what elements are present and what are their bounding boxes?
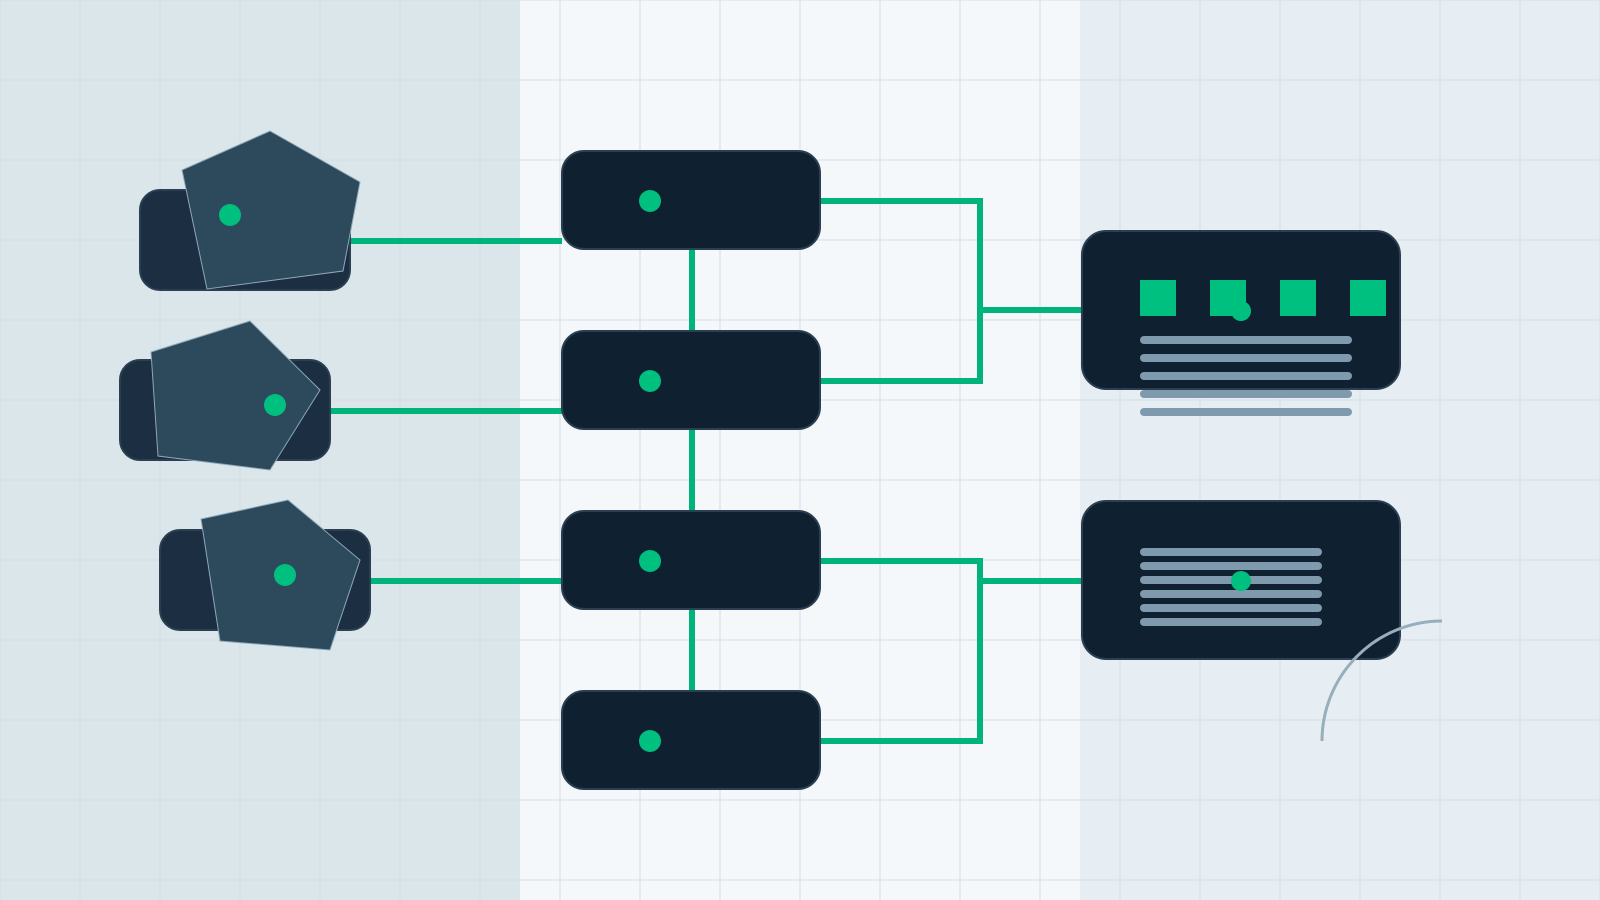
processor-node-4[interactable] bbox=[561, 690, 821, 790]
status-dot-icon bbox=[639, 550, 661, 572]
processor-card bbox=[561, 510, 821, 610]
grid-square-icon bbox=[1280, 280, 1316, 316]
processor-card bbox=[561, 150, 821, 250]
status-dot-icon bbox=[639, 370, 661, 392]
processor-card bbox=[561, 690, 821, 790]
source-node-3[interactable] bbox=[159, 499, 371, 651]
text-lines-icon bbox=[1140, 336, 1352, 416]
connectors bbox=[325, 198, 1082, 744]
source-node-2[interactable] bbox=[119, 320, 331, 471]
grid-square-icon bbox=[1350, 280, 1386, 316]
status-dot-icon bbox=[1231, 571, 1251, 591]
sources-column bbox=[119, 130, 371, 651]
processor-node-2[interactable] bbox=[561, 330, 821, 430]
processors-column bbox=[561, 150, 821, 790]
output-node-2[interactable] bbox=[1081, 500, 1401, 660]
connector-processor-4-output-2 bbox=[820, 561, 983, 744]
output-node-1[interactable] bbox=[1081, 230, 1401, 416]
pentagon-shape-icon bbox=[150, 320, 321, 471]
source-node-1[interactable] bbox=[139, 130, 361, 291]
right-panel bbox=[1080, 0, 1600, 900]
status-dot-icon bbox=[639, 730, 661, 752]
processor-node-3[interactable] bbox=[561, 510, 821, 610]
grid-square-icon bbox=[1140, 280, 1176, 316]
status-dot-icon bbox=[639, 190, 661, 212]
text-lines-icon bbox=[1140, 548, 1322, 626]
pentagon-shape-icon bbox=[181, 130, 361, 290]
status-dot-icon bbox=[264, 394, 286, 416]
connector-processor-2-output-1 bbox=[820, 307, 1082, 384]
status-dot-icon bbox=[274, 564, 296, 586]
outputs-column bbox=[1081, 230, 1401, 660]
connector-processor-1-output-1 bbox=[820, 198, 983, 310]
status-dot-icon bbox=[219, 204, 241, 226]
processor-node-1[interactable] bbox=[561, 150, 821, 250]
processor-card bbox=[561, 330, 821, 430]
status-dot-icon bbox=[1231, 301, 1251, 321]
decorative-arc bbox=[1320, 619, 1443, 742]
